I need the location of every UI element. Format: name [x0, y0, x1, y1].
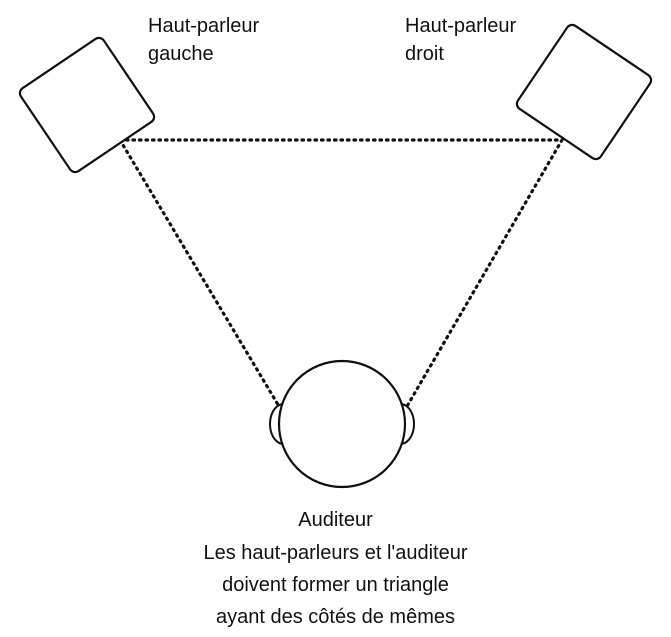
head-circle [277, 359, 407, 489]
right-speaker-label: Haut-parleur droit [405, 12, 516, 68]
triangle-lines [118, 138, 564, 410]
caption-line-3: ayant des côtés de mêmes [215, 606, 455, 628]
left-speaker-label-line2: gauche [148, 43, 214, 65]
left-speaker-icon [18, 36, 156, 174]
left-speaker-to-listener-line [118, 138, 282, 410]
left-speaker-label: Haut-parleur gauche [148, 12, 259, 68]
caption-line-1: Les haut-parleurs et l'auditeur [203, 542, 468, 564]
right-speaker-label-line1: Haut-parleur [405, 15, 517, 37]
caption-line-2: doivent former un triangle [222, 574, 449, 596]
right-speaker-to-listener-line [404, 138, 564, 410]
listener-head-icon [269, 359, 415, 489]
listener-label: Auditeur [298, 509, 373, 531]
left-speaker-label-line1: Haut-parleur [148, 15, 260, 37]
right-speaker-icon [515, 23, 653, 161]
right-speaker-label-line2: droit [405, 43, 444, 65]
